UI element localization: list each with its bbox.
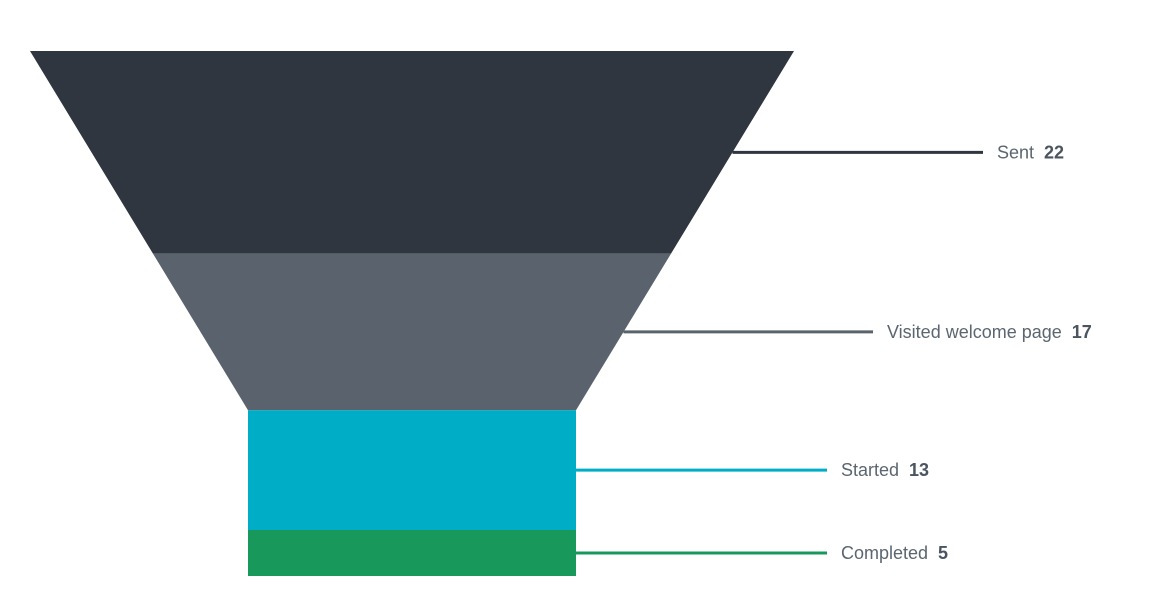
leader-lines <box>576 150 983 555</box>
stage-label-sent: Sent 22 <box>997 142 1064 162</box>
stage-value-text: 17 <box>1072 322 1092 342</box>
stage-label-text: Completed <box>841 543 928 563</box>
stage-label-text: Sent <box>997 142 1034 162</box>
funnel-segments <box>30 51 794 576</box>
stage-label-visited-welcome-page: Visited welcome page 17 <box>887 322 1092 342</box>
stage-value-text: 22 <box>1044 142 1064 162</box>
funnel-segment-sent <box>30 51 794 254</box>
stage-label-started: Started 13 <box>841 460 929 480</box>
funnel-segment-visited-welcome-page <box>152 253 672 411</box>
stage-value-text: 13 <box>909 460 929 480</box>
funnel-segment-completed <box>248 529 576 576</box>
stage-value-text: 5 <box>938 543 948 563</box>
stage-label-text: Visited welcome page <box>887 322 1062 342</box>
stage-label-text: Started <box>841 460 899 480</box>
stage-label-completed: Completed 5 <box>841 543 948 563</box>
funnel-segment-started <box>248 410 576 530</box>
